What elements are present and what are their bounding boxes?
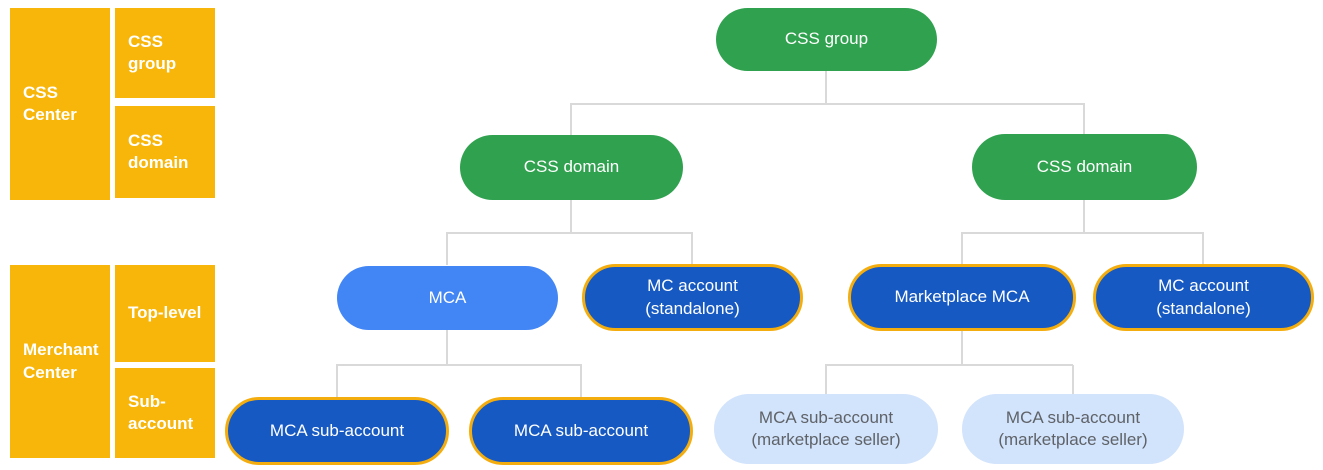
node-mca-sub-account-2: MCA sub-account — [469, 397, 693, 465]
connector-line — [570, 104, 572, 135]
legend-top-level-label: Top-level — [128, 303, 202, 323]
node-mca-label: MCA — [428, 287, 467, 307]
connector-line — [1072, 365, 1074, 394]
legend-css-group-label: CSS group — [128, 31, 177, 73]
node-css-group-label: CSS group — [784, 29, 869, 49]
connector-line — [1083, 104, 1085, 135]
connector-line — [570, 200, 572, 233]
node-mca-sub-account-marketplace-seller-2: MCA sub-account (marketplace seller) — [962, 394, 1184, 464]
node-marketplace-mca: Marketplace MCA — [848, 264, 1076, 331]
node-mca-sub-account-1: MCA sub-account — [225, 397, 449, 465]
legend-merchant-center-label: Merchant Center — [23, 340, 99, 382]
node-mca-sub-account-marketplace-seller-1-label: MCA sub-account (marketplace seller) — [751, 407, 901, 449]
connector-line — [336, 365, 338, 397]
node-css-domain-left: CSS domain — [460, 135, 683, 200]
node-mc-account-standalone-left: MC account (standalone) — [582, 264, 803, 331]
legend-css-domain-label: CSS domain — [128, 130, 189, 172]
node-mc-account-standalone-left-label: MC account (standalone) — [645, 276, 740, 318]
connector-line — [1083, 200, 1085, 233]
connector-line — [446, 330, 448, 365]
node-mc-account-standalone-right: MC account (standalone) — [1093, 264, 1314, 331]
connector-line — [580, 365, 582, 397]
node-mca-sub-account-2-label: MCA sub-account — [513, 420, 649, 440]
node-mca-sub-account-marketplace-seller-1: MCA sub-account (marketplace seller) — [714, 394, 938, 464]
connector-line — [825, 365, 827, 394]
connector-line — [691, 233, 693, 265]
legend-css-group: CSS group — [115, 8, 215, 98]
connector-line — [961, 233, 963, 265]
node-css-domain-right: CSS domain — [972, 134, 1197, 200]
connector-line — [825, 71, 827, 104]
legend-merchant-center: Merchant Center — [10, 265, 110, 458]
node-css-domain-left-label: CSS domain — [523, 157, 620, 177]
legend-sub-account-label: Sub-account — [128, 391, 194, 433]
connector-line — [446, 232, 693, 234]
legend-css-domain: CSS domain — [115, 106, 215, 198]
legend-top-level: Top-level — [115, 265, 215, 362]
legend-sub-account: Sub-account — [115, 368, 215, 458]
node-marketplace-mca-label: Marketplace MCA — [894, 287, 1030, 307]
legend-css-center: CSS Center — [10, 8, 110, 200]
legend-css-center-label: CSS Center — [23, 82, 77, 124]
connector-line — [336, 364, 582, 366]
node-mca-sub-account-marketplace-seller-2-label: MCA sub-account (marketplace seller) — [998, 407, 1148, 449]
node-css-domain-right-label: CSS domain — [1036, 156, 1133, 176]
node-mca: MCA — [337, 266, 558, 330]
connector-line — [961, 331, 963, 365]
connector-line — [1202, 233, 1204, 265]
node-css-group: CSS group — [716, 8, 937, 71]
node-mca-sub-account-1-label: MCA sub-account — [269, 420, 405, 440]
connector-line — [570, 103, 1085, 105]
connector-line — [825, 364, 1073, 366]
node-mc-account-standalone-right-label: MC account (standalone) — [1156, 276, 1251, 318]
connector-line — [446, 233, 448, 265]
connector-line — [961, 232, 1204, 234]
